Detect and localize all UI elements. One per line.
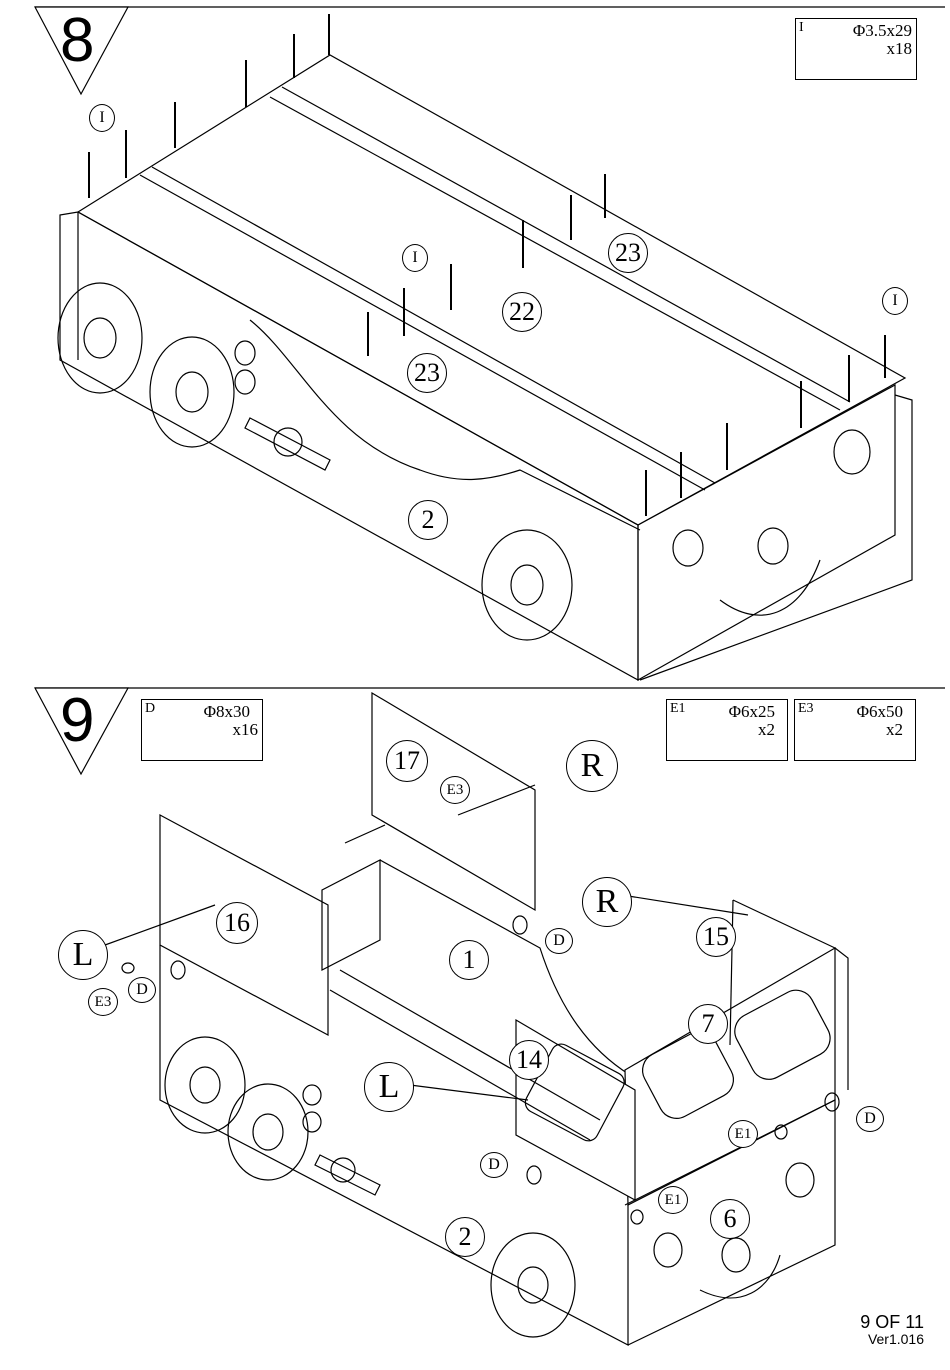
screw-callout: I (402, 244, 428, 272)
slats-top (78, 55, 905, 525)
hardware-code: D (145, 701, 155, 717)
screw-callout: I (89, 104, 115, 132)
e3-callout: E3 (88, 988, 118, 1016)
part-17-label: 17 (386, 740, 428, 782)
left-side-marker: L (58, 930, 108, 980)
e1-callout: E1 (728, 1120, 758, 1148)
hardware-code: E3 (798, 701, 814, 717)
part-22-label: 22 (502, 292, 542, 332)
part-16-label: 16 (216, 902, 258, 944)
hardware-spec: Φ3.5x29 (853, 21, 912, 41)
part-2-label: 2 (408, 500, 448, 540)
e1-callout: E1 (658, 1186, 688, 1214)
right-side-marker: R (582, 877, 632, 927)
hardware-code: I (799, 20, 804, 36)
hardware-qty: x2 (886, 720, 903, 740)
e3-callout: E3 (440, 776, 470, 804)
left-side-marker: L (364, 1062, 414, 1112)
page-number: 9 OF 11 (860, 1313, 924, 1332)
wheel (150, 337, 234, 447)
part-7-label: 7 (688, 1004, 728, 1044)
hardware-qty: x16 (233, 720, 259, 740)
hardware-spec: Φ8x30 (204, 702, 250, 722)
document-version: Ver1.016 (860, 1332, 924, 1347)
wheel (58, 283, 142, 393)
step-8-number: 8 (60, 10, 94, 72)
step-9-number: 9 (60, 690, 94, 752)
part-15-label: 15 (696, 917, 736, 957)
hardware-qty: x2 (758, 720, 775, 740)
dowel-callout: D (128, 977, 156, 1003)
hardware-box-screw: I Φ3.5x29 x18 (795, 18, 917, 80)
dowel-callout: D (480, 1152, 508, 1178)
part-6-label: 6 (710, 1199, 750, 1239)
part-2-label: 2 (445, 1217, 485, 1257)
wheel (482, 530, 572, 640)
hardware-box-dowel: D Φ8x30 x16 (141, 699, 263, 761)
dowel-callout: D (856, 1106, 884, 1132)
part-1-label: 1 (449, 940, 489, 980)
hardware-box-bolt-e1: E1 Φ6x25 x2 (666, 699, 788, 761)
dowel-callout: D (545, 928, 573, 954)
bed-frame-step-8 (58, 55, 912, 680)
hardware-box-bolt-e3: E3 Φ6x50 x2 (794, 699, 916, 761)
part-23-label: 23 (608, 233, 648, 273)
page-footer: 9 OF 11 Ver1.016 (860, 1313, 924, 1347)
hardware-spec: Φ6x25 (729, 702, 775, 722)
part-14-label: 14 (509, 1040, 549, 1080)
hardware-qty: x18 (887, 39, 913, 59)
part-23-label: 23 (407, 353, 447, 393)
screw-callout: I (882, 287, 908, 315)
hardware-code: E1 (670, 701, 686, 717)
hardware-spec: Φ6x50 (857, 702, 903, 722)
right-side-marker: R (566, 740, 618, 792)
